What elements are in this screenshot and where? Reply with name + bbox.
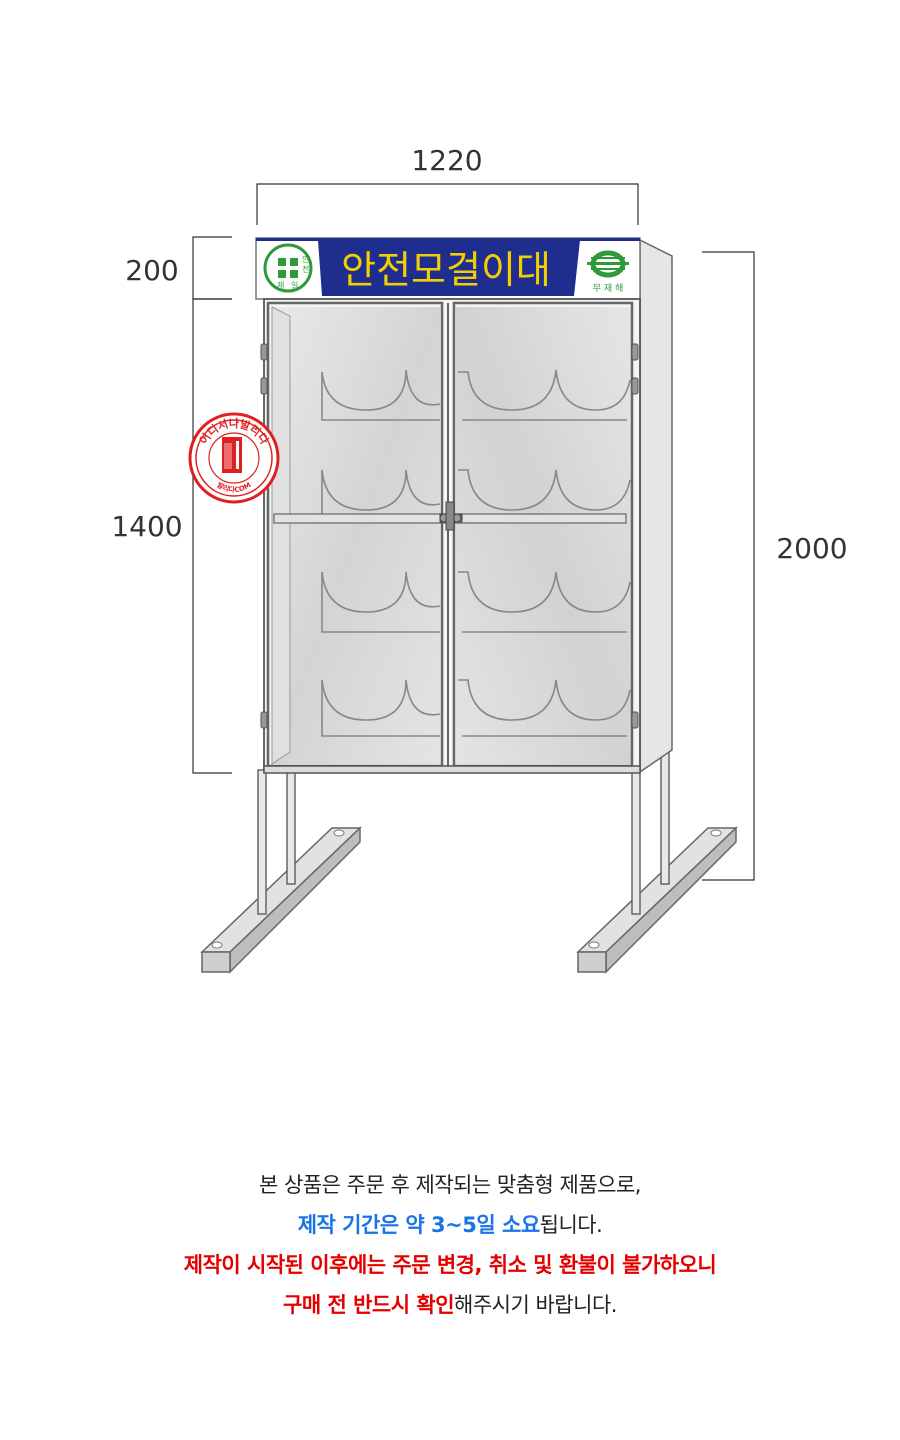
cabinet-height-dimension: 1400 bbox=[111, 298, 232, 774]
brand-stamp-icon: 어디서나발리다 발리다COM bbox=[188, 412, 280, 504]
hinges bbox=[260, 343, 639, 729]
total-height-label: 2000 bbox=[776, 532, 847, 565]
hanger-row-3 bbox=[321, 571, 631, 633]
logo-char-1: 안 bbox=[302, 254, 310, 264]
sign-board: 안전모걸이대 안 전 제 일 무 재 해 bbox=[255, 237, 641, 300]
safety-first-logo-icon: 안 전 제 일 bbox=[263, 243, 313, 293]
notice-line-1: 본 상품은 주문 후 제작되는 맞춤형 제품으로, bbox=[259, 1173, 642, 1197]
notice-line-3: 제작이 시작된 이후에는 주문 변경, 취소 및 환불이 불가하오니 bbox=[183, 1253, 717, 1277]
width-dimension: 1220 bbox=[256, 144, 639, 225]
sign-title: 안전모걸이대 bbox=[341, 248, 551, 292]
total-height-dimension: 2000 bbox=[702, 251, 848, 881]
production-period-highlight: 제작 기간은 약 3~5일 소요 bbox=[297, 1213, 540, 1237]
confirm-before-purchase-highlight: 구매 전 반드시 확인 bbox=[283, 1293, 455, 1317]
logo-char-4: 일 bbox=[291, 281, 298, 290]
sign-height-dimension: 200 bbox=[125, 236, 232, 300]
hanger-row-4 bbox=[321, 679, 631, 737]
notice-line-2-rest: 됩니다. bbox=[539, 1213, 603, 1237]
hanger-row-1 bbox=[321, 369, 631, 421]
product-dimension-diagram: 1220 200 1400 2000 안전모걸이 bbox=[111, 144, 848, 974]
cabinet-body bbox=[260, 298, 641, 774]
notice-line-4-rest: 해주시기 바랍니다. bbox=[454, 1293, 617, 1317]
notice-line-2: 제작 기간은 약 3~5일 소요됩니다. bbox=[0, 1205, 900, 1245]
logo-char-3: 제 bbox=[277, 281, 284, 290]
stand-base bbox=[200, 751, 738, 974]
hanger-row-2 bbox=[321, 469, 631, 514]
notice-line-4: 구매 전 반드시 확인해주시기 바랍니다. bbox=[0, 1285, 900, 1325]
logo-char-2: 전 bbox=[302, 264, 309, 274]
door-latch-icon bbox=[439, 501, 463, 531]
cabinet-side-panel bbox=[639, 238, 673, 774]
zero-accident-logo-icon: 무 재 해 bbox=[587, 250, 629, 294]
production-notice: 본 상품은 주문 후 제작되는 맞춤형 제품으로, 제작 기간은 약 3~5일 … bbox=[0, 1165, 900, 1325]
cabinet-height-label: 1400 bbox=[111, 510, 182, 543]
width-label: 1220 bbox=[411, 144, 482, 177]
sign-height-label: 200 bbox=[125, 254, 178, 287]
sign-banner bbox=[318, 240, 580, 296]
zero-accident-text: 무 재 해 bbox=[593, 283, 624, 294]
